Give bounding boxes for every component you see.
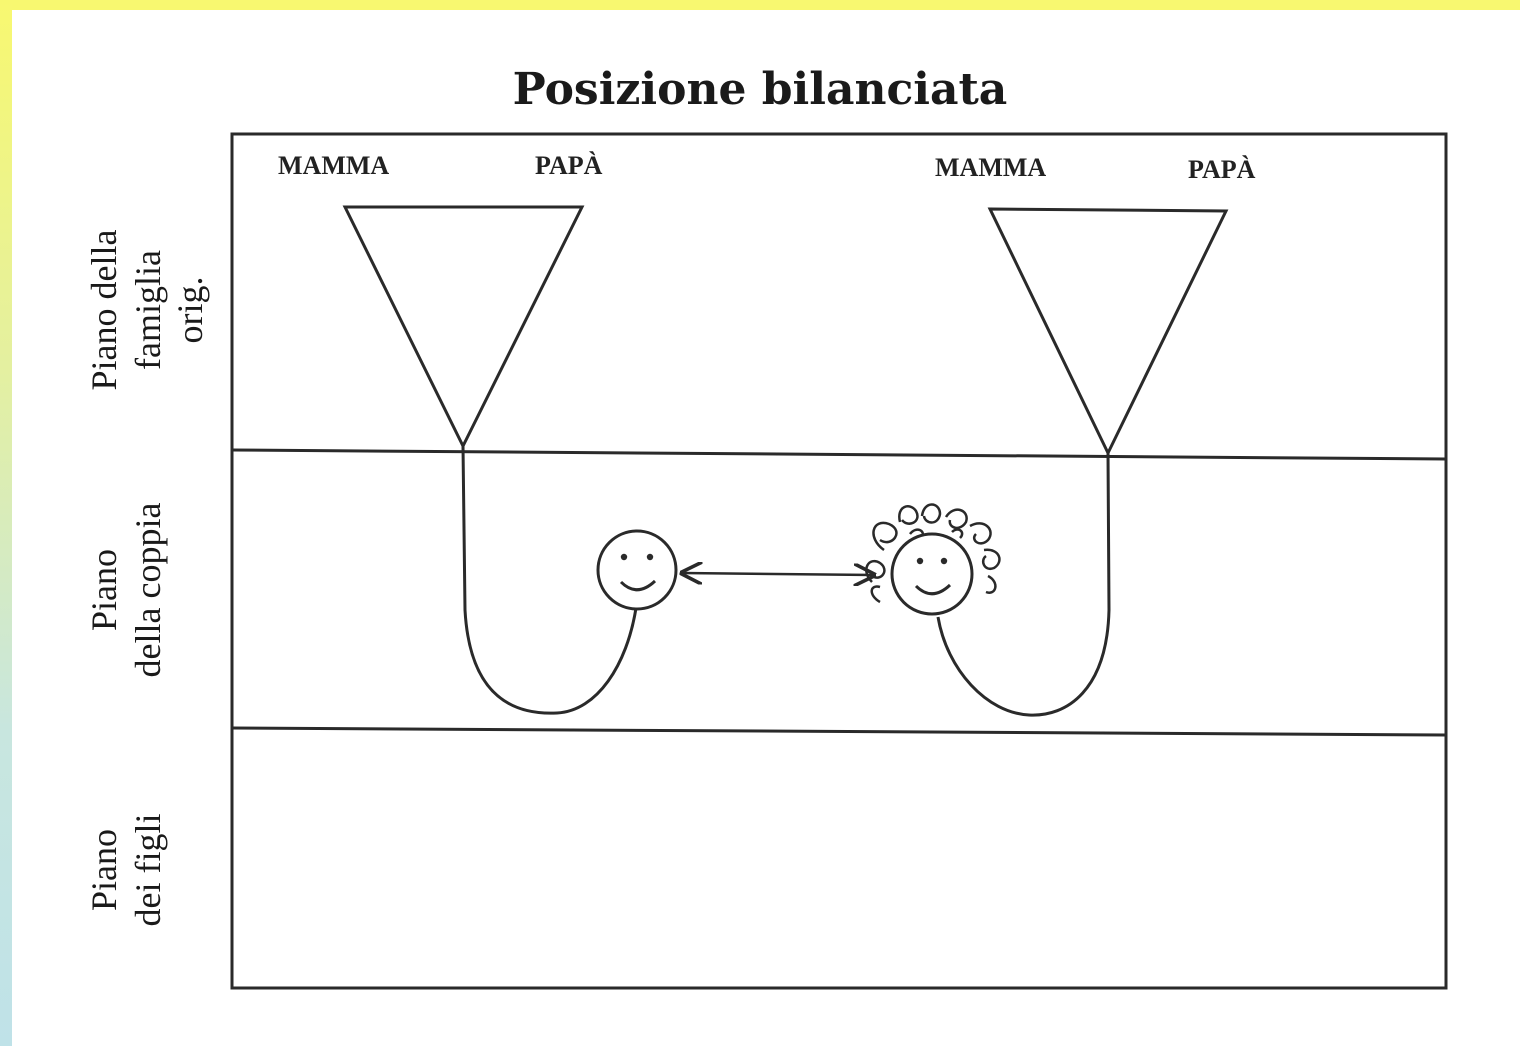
frame-top-band (0, 0, 1520, 10)
father-label-right: PAPÀ (1188, 155, 1256, 184)
level-divider-lower (231, 726, 1447, 737)
level-label-famiglia-line3: orig. (170, 277, 210, 344)
father-label-left: PAPÀ (535, 151, 603, 180)
smiley-face-icon (596, 529, 678, 611)
level-label-coppia-line2: della coppia (128, 503, 168, 678)
lineage-line-left (461, 445, 638, 715)
diagram-border (230, 132, 1448, 990)
level-label-figli: Piano dei figli (84, 814, 168, 927)
lineage-line-right (936, 452, 1111, 717)
mother-label-left: MAMMA (278, 151, 389, 180)
family-origin-right: MAMMA PAPÀ (935, 153, 1256, 717)
level-divider-upper (231, 448, 1447, 461)
parents-triangle-right (987, 207, 1229, 457)
level-label-coppia-line1: Piano (84, 549, 124, 631)
family-origin-left: MAMMA PAPÀ (278, 151, 638, 715)
parents-triangle-left (342, 205, 585, 450)
level-label-famiglia-line1: Piano della (84, 230, 124, 391)
family-levels-diagram: Posizione bilanciata Piano della famigli… (84, 64, 1448, 990)
level-label-famiglia: Piano della famiglia orig. (84, 230, 210, 391)
mother-label-right: MAMMA (935, 153, 1046, 182)
level-label-coppia: Piano della coppia (84, 503, 168, 678)
couple-relationship-arrow (682, 573, 874, 575)
diagram-title: Posizione bilanciata (513, 64, 1008, 115)
diagram-page: Posizione bilanciata Piano della famigli… (12, 10, 1520, 1046)
level-label-famiglia-line2: famiglia (128, 250, 168, 370)
frame-left-strip (0, 0, 12, 1046)
level-label-figli-line1: Piano (84, 829, 124, 911)
smiley-face-curly-hair-icon (865, 503, 1001, 616)
level-label-figli-line2: dei figli (128, 814, 168, 927)
